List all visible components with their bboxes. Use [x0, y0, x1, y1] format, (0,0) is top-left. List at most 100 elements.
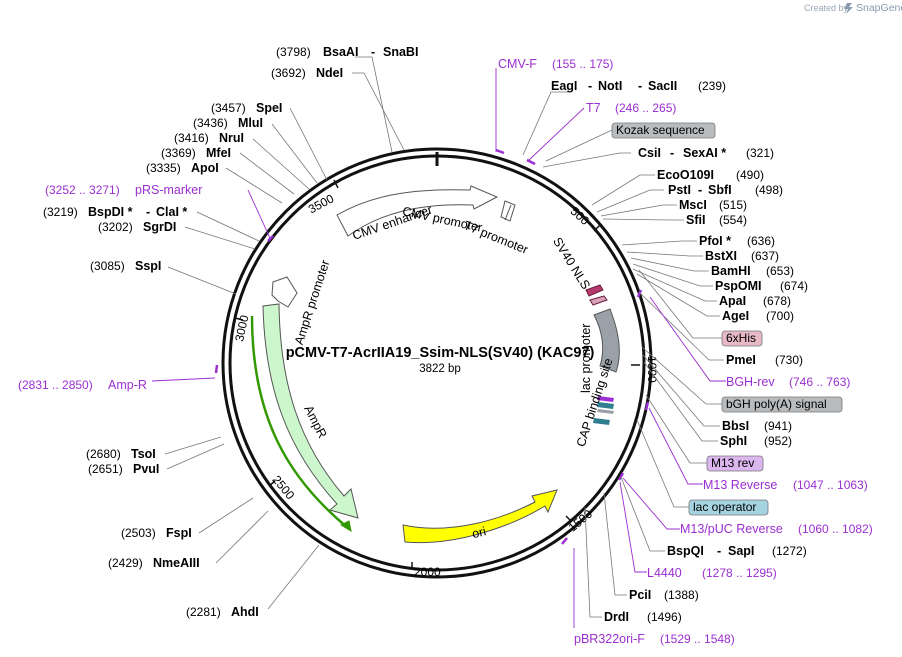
feature-leaders: [545, 129, 722, 508]
enzyme-apai: ApaI: [719, 294, 746, 308]
lac-operator-features[interactable]: [593, 396, 614, 425]
enzyme-pos-ecoo109i: (490): [736, 168, 764, 182]
enzyme-sspi: SspI: [135, 259, 161, 273]
tick-2000: 2000: [414, 565, 441, 579]
enzyme-spei: SpeI: [256, 101, 282, 115]
enzyme-pos-eagi: (239): [698, 79, 726, 93]
enzyme-pos-pmei: (730): [775, 353, 803, 367]
feature-box-kozak[interactable]: Kozak sequence: [611, 122, 716, 139]
enzyme-sapi: SapI: [728, 544, 754, 558]
snapgene-logo-icon: [844, 3, 853, 14]
enzyme-bstxi: BstXI: [705, 249, 737, 263]
enzyme-pos-fspi: (2503): [121, 526, 156, 540]
primer-cmv-f: CMV-F: [498, 57, 537, 71]
enzyme-bspdi: BspDI *: [88, 205, 133, 219]
enzyme-pspomi: PspOMI: [715, 279, 762, 293]
tick-500: 500: [568, 204, 592, 228]
tick-2500: 2500: [269, 473, 297, 503]
ampr-promoter-arrow[interactable]: [271, 276, 298, 308]
feature-lac-operator-label: lac operator: [693, 500, 756, 514]
enzyme-pos-tsoi: (2680): [86, 447, 121, 461]
enzyme-pos-bsaai: (3798): [276, 45, 311, 59]
enzyme-pfoi: PfoI *: [699, 234, 731, 248]
svg-text:-: -: [146, 205, 150, 219]
ampr-cds[interactable]: [262, 303, 359, 519]
feature-box-6xhis[interactable]: 6xHis: [721, 330, 763, 347]
ampr-cds-strand: [250, 315, 349, 529]
enzyme-msci: MscI: [679, 198, 707, 212]
lac-promoter-label: lac promoter: [579, 324, 593, 393]
primer-m13-reverse-range: (1047 .. 1063): [793, 478, 868, 492]
primer-l4440-range: (1278 .. 1295): [702, 566, 777, 580]
enzyme-eagi: EagI: [551, 79, 577, 93]
enzyme-pos-csii: (321): [746, 146, 774, 160]
enzyme-pos-mfei: (3369): [161, 146, 196, 160]
enzyme-bamhi: BamHI: [711, 264, 751, 278]
primer-m13-puc-reverse: M13/pUC Reverse: [680, 522, 783, 536]
enzyme-pos-bspdi: (3219): [43, 205, 78, 219]
ori-feature[interactable]: [402, 489, 558, 544]
feature-kozak-label: Kozak sequence: [616, 123, 705, 137]
ori-label: ori: [471, 524, 488, 541]
enzyme-pos-mlui: (3436): [193, 116, 228, 130]
enzyme-pvui: PvuI: [133, 462, 159, 476]
enzyme-nrui: NruI: [219, 131, 244, 145]
primer-t7: T7: [586, 101, 601, 115]
tick-1000: 1000: [645, 356, 659, 383]
primer-labels: CMV-F (155 .. 175) T7 (246 .. 265) (3252…: [18, 57, 873, 646]
sv40-nls-label: SV40 NLS: [550, 235, 593, 292]
svg-text:-: -: [698, 183, 702, 197]
enzyme-pos-bbsi: (941): [764, 419, 792, 433]
cmv-enhancer-arrow[interactable]: [336, 185, 499, 237]
enzyme-pos-sspi: (3085): [90, 259, 125, 273]
feature-box-bgh-polya[interactable]: bGH poly(A) signal: [721, 396, 843, 413]
primer-prs-marker-range: (3252 .. 3271): [45, 183, 120, 197]
enzyme-noti: NotI: [598, 79, 622, 93]
enzyme-bspqi: BspQI: [667, 544, 704, 558]
primer-prs-marker: pRS-marker: [135, 183, 202, 197]
enzyme-snabi: SnaBI: [383, 45, 418, 59]
enzyme-pos-pvui: (2651): [88, 462, 123, 476]
primer-bgh-rev: BGH-rev: [726, 375, 775, 389]
feature-box-lac-operator[interactable]: lac operator: [688, 499, 769, 516]
enzyme-drdi: DrdI: [604, 610, 629, 624]
feature-m13-rev-label: M13 rev: [711, 456, 754, 470]
enzyme-pos-nrui: (3416): [174, 131, 209, 145]
enzyme-pos-bamhi: (653): [766, 264, 794, 278]
enzyme-csii: CsiI: [638, 146, 661, 160]
feature-bgh-polya-label: bGH poly(A) signal: [726, 397, 827, 411]
sv40-nls-feature[interactable]: [585, 284, 604, 297]
primer-bgh-rev-range: (746 .. 763): [789, 375, 850, 389]
sv40-nls-feature-2[interactable]: [589, 295, 608, 306]
enzyme-nmeaiii: NmeAIII: [153, 556, 200, 570]
enzyme-fspi: FspI: [166, 526, 192, 540]
enzyme-pcii: PciI: [629, 588, 651, 602]
primer-amp-r: Amp-R: [108, 378, 147, 392]
svg-text:-: -: [371, 45, 375, 59]
primer-m13-reverse: M13 Reverse: [703, 478, 777, 492]
enzyme-ecoo109i: EcoO109I: [657, 168, 714, 182]
tick-3500: 3500: [306, 191, 336, 216]
enzyme-clai: ClaI *: [156, 205, 187, 219]
enzyme-pos-apai: (678): [763, 294, 791, 308]
enzyme-psti: PstI: [668, 183, 691, 197]
enzyme-sgrdi: SgrDI: [143, 220, 176, 234]
enzyme-mfei: MfeI: [206, 146, 231, 160]
plasmid-title: pCMV-T7-AcrIIA19_Ssim-NLS(SV40) (KAC97): [286, 345, 595, 361]
lac-promoter-feature[interactable]: [593, 308, 620, 373]
enzyme-bbsi: BbsI: [722, 419, 749, 433]
enzyme-ahdi: AhdI: [231, 605, 259, 619]
enzyme-pos-agei: (700): [766, 309, 794, 323]
t7-promoter-arrow[interactable]: [500, 200, 516, 222]
primer-l4440: L4440: [647, 566, 682, 580]
primer-leaders: [151, 68, 726, 628]
ampr-label: AmpR: [301, 403, 329, 440]
feature-box-m13-rev[interactable]: M13 rev: [706, 455, 764, 472]
enzyme-pos-pcii: (1388): [664, 588, 699, 602]
enzyme-pos-spei: (3457): [211, 101, 246, 115]
enzyme-bsaai: BsaAI: [323, 45, 358, 59]
enzyme-pos-pfoi: (636): [747, 234, 775, 248]
enzyme-pos-msci: (515): [719, 198, 747, 212]
enzyme-pos-nmeaiii: (2429): [108, 556, 143, 570]
primer-m13-puc-reverse-range: (1060 .. 1082): [798, 522, 873, 536]
